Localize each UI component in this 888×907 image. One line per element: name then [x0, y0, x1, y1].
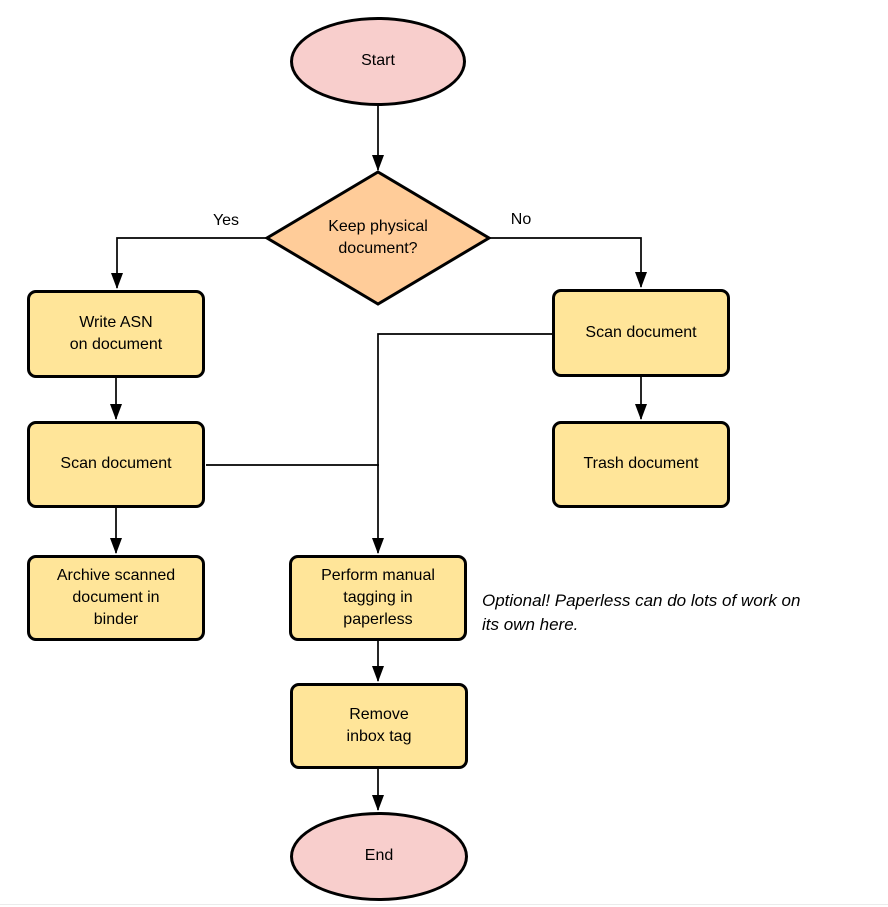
node-scan-document-right: Scan document — [552, 289, 730, 377]
edge-decision-yes — [111, 237, 267, 289]
node-remove-inbox-tag: Remove inbox tag — [290, 683, 468, 769]
node-trash-document: Trash document — [552, 421, 730, 508]
node-trash-document-label: Trash document — [583, 455, 699, 473]
node-archive-binder-label: Archive scanned document in binder — [56, 566, 176, 629]
node-scan-document-right-label: Scan document — [585, 323, 697, 341]
node-perform-tagging: Perform manual tagging in paperless — [289, 555, 467, 641]
node-perform-tagging-label: Perform manual tagging in paperless — [321, 566, 435, 629]
node-start: Start — [290, 17, 466, 106]
edge-decision-no — [489, 237, 647, 288]
node-write-asn-label: Write ASN on document — [69, 313, 163, 353]
node-archive-binder: Archive scanned document in binder — [27, 555, 205, 641]
edge-label-yes: Yes — [212, 212, 240, 229]
node-start-label: Start — [361, 52, 395, 70]
node-decision-shape — [264, 170, 492, 306]
edge-label-no: No — [510, 211, 532, 228]
page-bottom-divider — [0, 904, 888, 905]
node-end-label: End — [364, 847, 394, 865]
node-end: End — [290, 812, 468, 901]
node-scan-document-left-label: Scan document — [60, 455, 172, 473]
edge-scanright-to-tagging — [372, 333, 552, 554]
node-decision-label: Keep physical document? — [328, 218, 428, 258]
node-remove-inbox-tag-label: Remove inbox tag — [346, 705, 412, 745]
node-scan-document-left: Scan document — [27, 421, 205, 508]
node-write-asn: Write ASN on document — [27, 290, 205, 378]
optional-note: Optional! Paperless can do lots of work … — [482, 591, 801, 634]
